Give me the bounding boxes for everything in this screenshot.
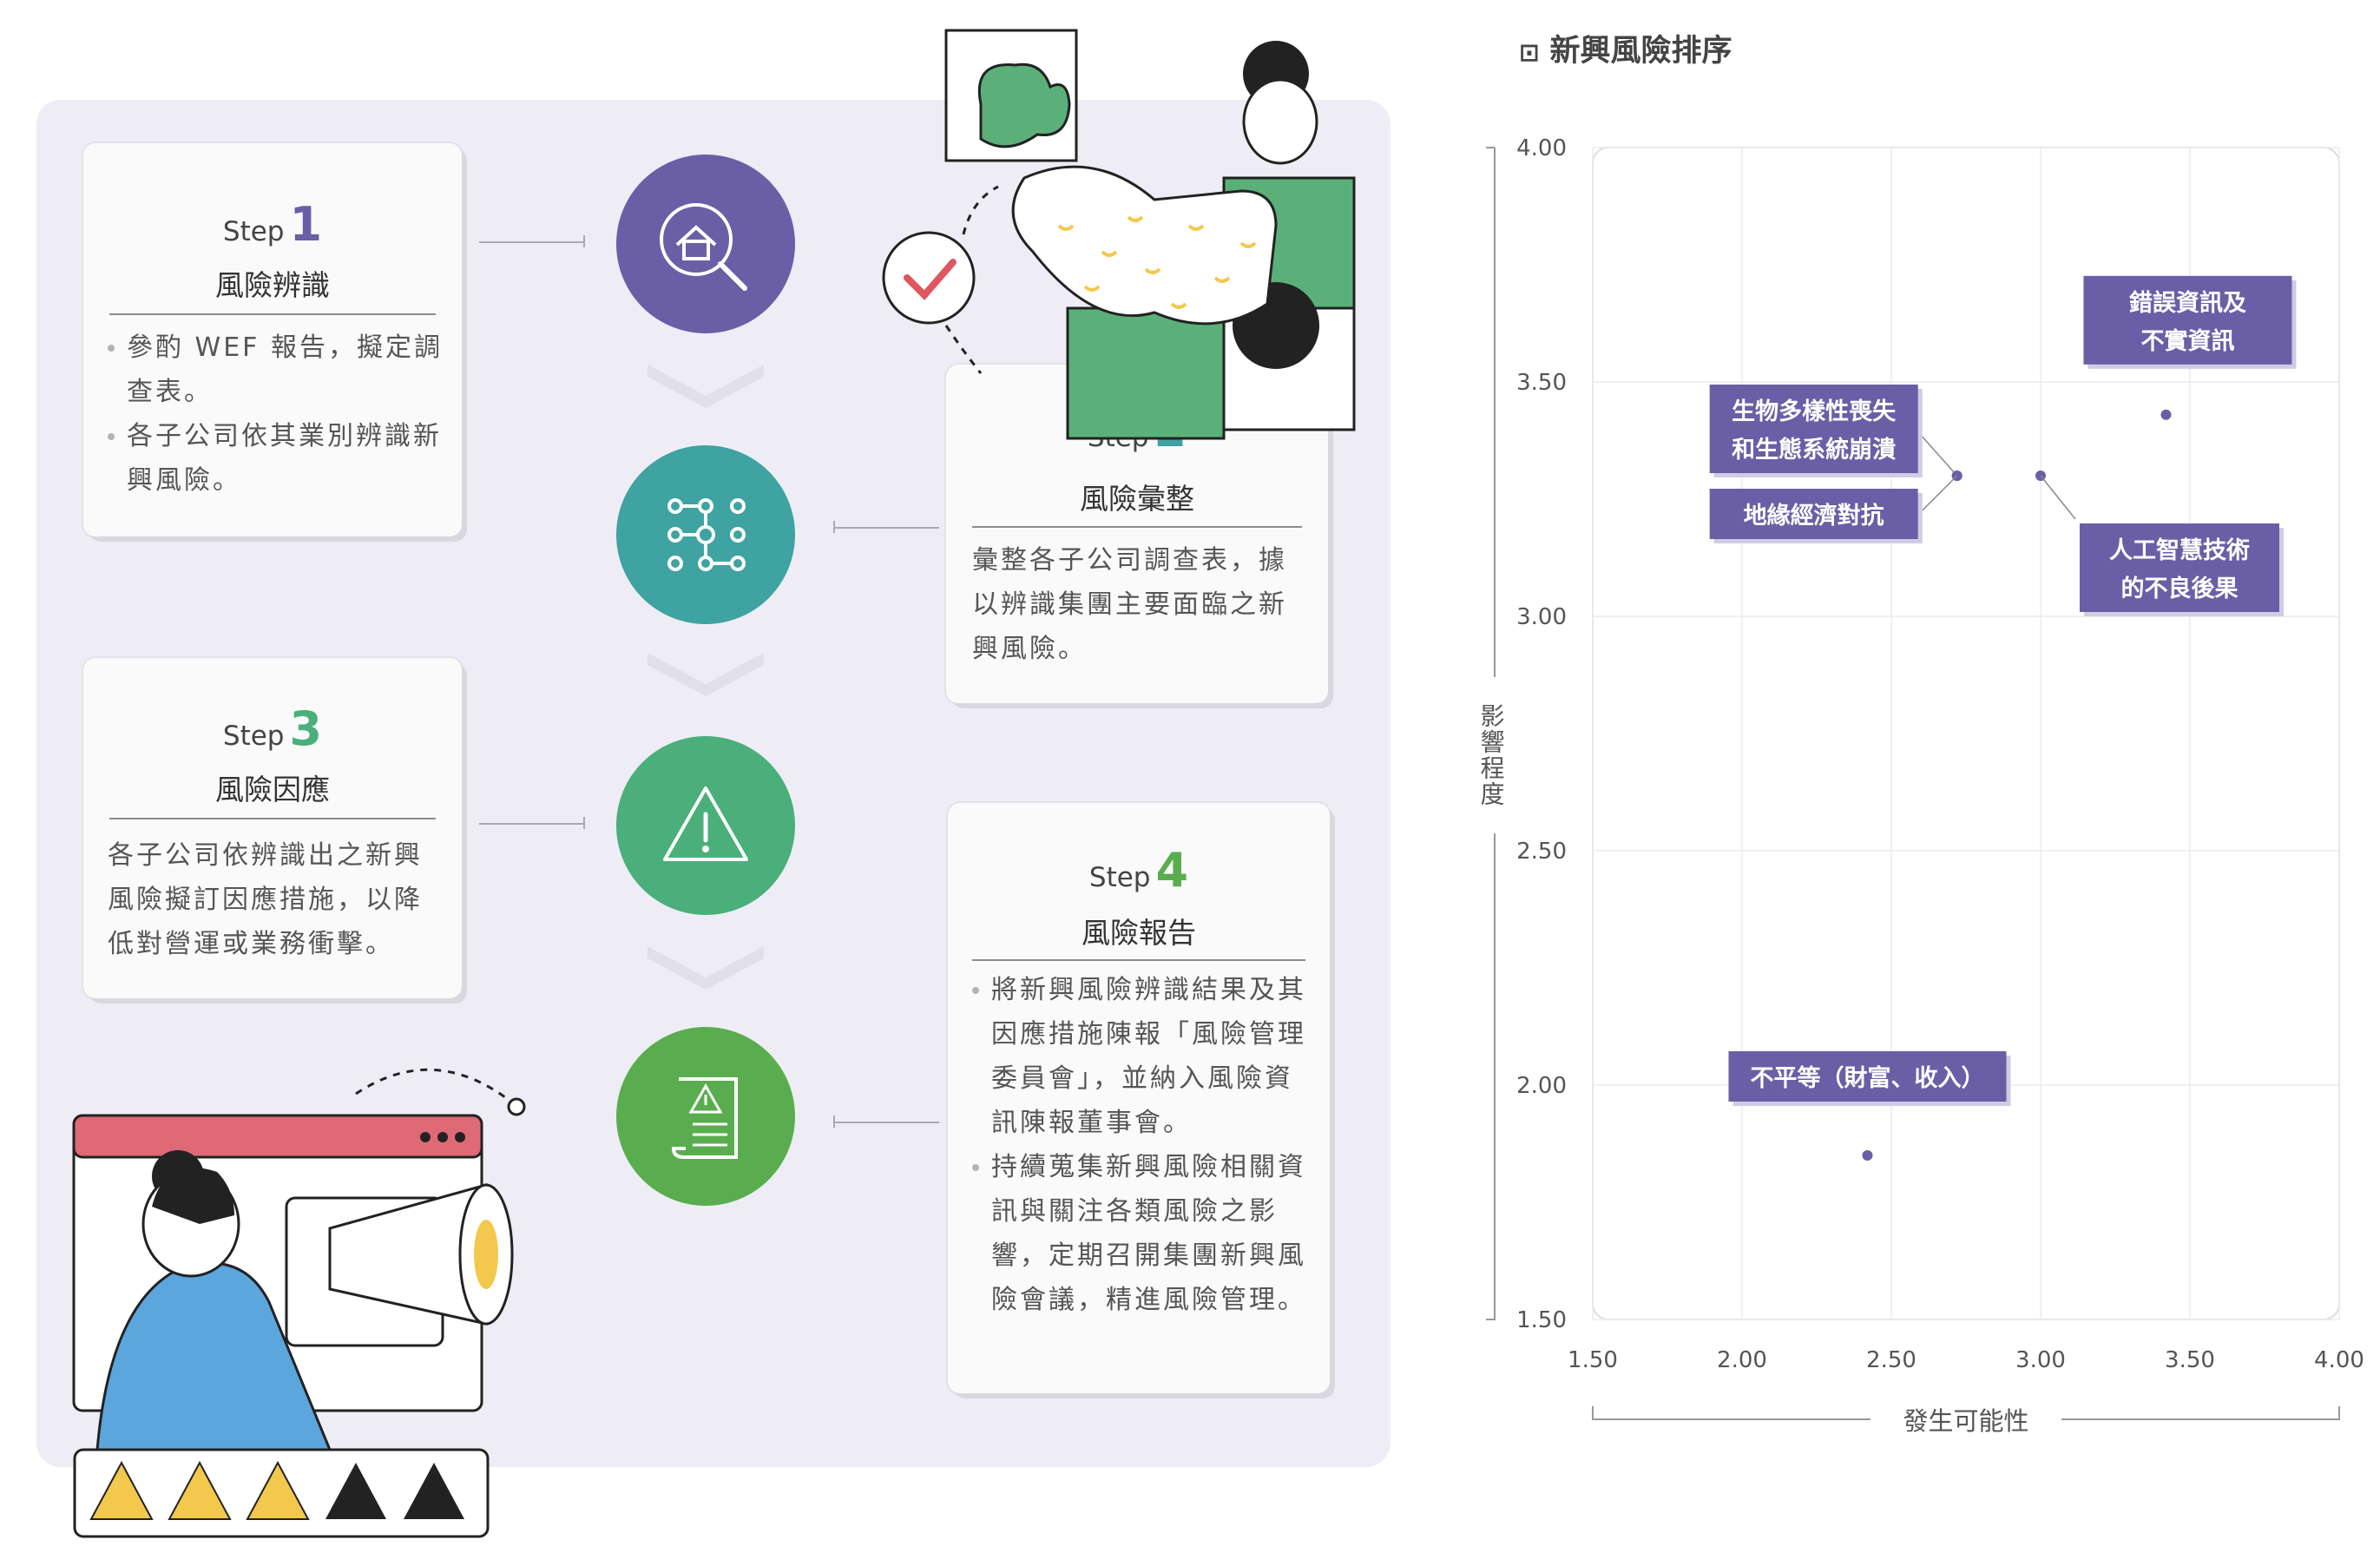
- step2-title: 風險彙整: [1080, 482, 1194, 516]
- step3-word: Step: [222, 721, 285, 752]
- leader-line: [1922, 436, 1958, 477]
- step3-number: 3: [289, 701, 323, 756]
- warning-triangle-icon: [616, 736, 795, 915]
- x-tick-label: 2.00: [1717, 1347, 1767, 1373]
- chevron-down-icon: [648, 653, 764, 696]
- warning-document-icon: [616, 1027, 795, 1206]
- step2-divider: [972, 526, 1302, 528]
- x-label-bg: [1870, 1402, 2061, 1437]
- y-tick-label: 2.00: [1516, 1073, 1567, 1099]
- chart-title: ⊡ 新興風險排序: [1519, 26, 1732, 70]
- megaphone-person-illustration: [72, 1068, 526, 1538]
- chevron-down-icon: [648, 946, 764, 990]
- y-tick-label: 3.00: [1516, 604, 1567, 630]
- connector-step3: [479, 823, 585, 825]
- point-label-box: [2080, 523, 2279, 612]
- step1-bullet: 各子公司依其業別辨識新興風險。: [108, 414, 446, 503]
- leader-line: [2040, 475, 2076, 520]
- point-label: 生物多樣性喪失: [1732, 398, 1897, 425]
- y-tick-label: 2.50: [1516, 839, 1567, 865]
- step3-title: 風險因應: [215, 773, 330, 806]
- step1-divider: [109, 313, 436, 315]
- scatter-chart: 1.50 2.00 2.50 3.00 3.50 4.00 4.00 3.50 3.00 2.50…: [1476, 135, 2364, 1437]
- data-point: [2160, 409, 2172, 420]
- connector-tick: [583, 817, 585, 829]
- point-label: 不實資訊: [2140, 327, 2234, 355]
- step1-number: 1: [289, 197, 323, 252]
- step4-divider: [972, 959, 1305, 961]
- connector-tick: [583, 235, 585, 247]
- step1-bullet: 參酌 WEF 報告，擬定調查表。: [108, 326, 446, 414]
- chevron-down-icon: [648, 365, 764, 408]
- step3-divider: [109, 818, 436, 819]
- y-axis-label: 影響程度: [1477, 703, 1506, 807]
- house-search-icon: [616, 155, 795, 333]
- point-label: 的不良後果: [2121, 575, 2239, 602]
- step4-bullet: 將新興風險辨識結果及其因應措施陳報「風險管理委員會」，並納入風險資訊陳報董事會。: [972, 968, 1312, 1145]
- y-tick-label: 1.50: [1516, 1307, 1567, 1333]
- x-tick-label: 4.00: [2314, 1347, 2364, 1373]
- y-tick-label: 3.50: [1516, 370, 1567, 396]
- connector-tick: [833, 1115, 835, 1128]
- point-label-box: [2083, 275, 2292, 365]
- x-axis-label: 發生可能性: [1903, 1406, 2028, 1436]
- step2-body: 彙整各子公司調查表，據以辨識集團主要面臨之新興風險。: [972, 545, 1287, 664]
- x-tick-label: 2.50: [1866, 1347, 1916, 1373]
- point-label-box: [1709, 489, 1918, 539]
- step4-title: 風險報告: [1082, 916, 1196, 950]
- step1-title: 風險辨識: [215, 268, 330, 302]
- point-label-box: [1728, 1051, 2007, 1102]
- point-label: 地緣經濟對抗: [1744, 502, 1884, 530]
- connector-tick: [833, 521, 835, 533]
- point-label: 不平等（財富、收入）: [1750, 1064, 1984, 1092]
- step4-bullet: 持續蒐集新興風險相關資訊與關注各類風險之影響，定期召開集團新興風險會議，精進風險…: [972, 1145, 1312, 1322]
- step4-word: Step: [1088, 862, 1151, 893]
- data-point: [1862, 1150, 1873, 1161]
- y-tick-label: 4.00: [1516, 135, 1567, 161]
- x-tick-label: 3.50: [2165, 1347, 2215, 1373]
- point-label: 人工智慧技術: [2109, 537, 2250, 564]
- puzzle-person-illustration: [882, 29, 1356, 440]
- step1-body: 參酌 WEF 報告，擬定調查表。 各子公司依其業別辨識新興風險。: [108, 326, 446, 503]
- bookmark-icon: ⊡: [1519, 38, 1540, 67]
- step1-word: Step: [222, 216, 285, 247]
- chart-title-text: 新興風險排序: [1549, 34, 1732, 69]
- x-tick-label: 3.00: [2015, 1347, 2066, 1373]
- network-nodes-icon: [616, 445, 795, 624]
- y-label-bg: [1476, 677, 1514, 833]
- connector-step1: [479, 241, 585, 243]
- point-label: 和生態系統崩潰: [1732, 436, 1896, 464]
- point-label: 錯誤資訊及: [2129, 289, 2246, 317]
- step4-body: 將新興風險辨識結果及其因應措施陳報「風險管理委員會」，並納入風險資訊陳報董事會。…: [972, 968, 1312, 1322]
- y-axis-line: [1486, 148, 1496, 1320]
- connector-step4: [833, 1122, 939, 1123]
- connector-step2: [833, 527, 939, 529]
- leader-line: [1922, 475, 1958, 511]
- step4-number: 4: [1155, 843, 1189, 898]
- step3-body: 各子公司依辨識出之新興風險擬訂因應措施，以降低對營運或業務衝擊。: [108, 840, 423, 959]
- point-label-box: [1709, 385, 1918, 473]
- x-tick-label: 1.50: [1568, 1347, 1618, 1373]
